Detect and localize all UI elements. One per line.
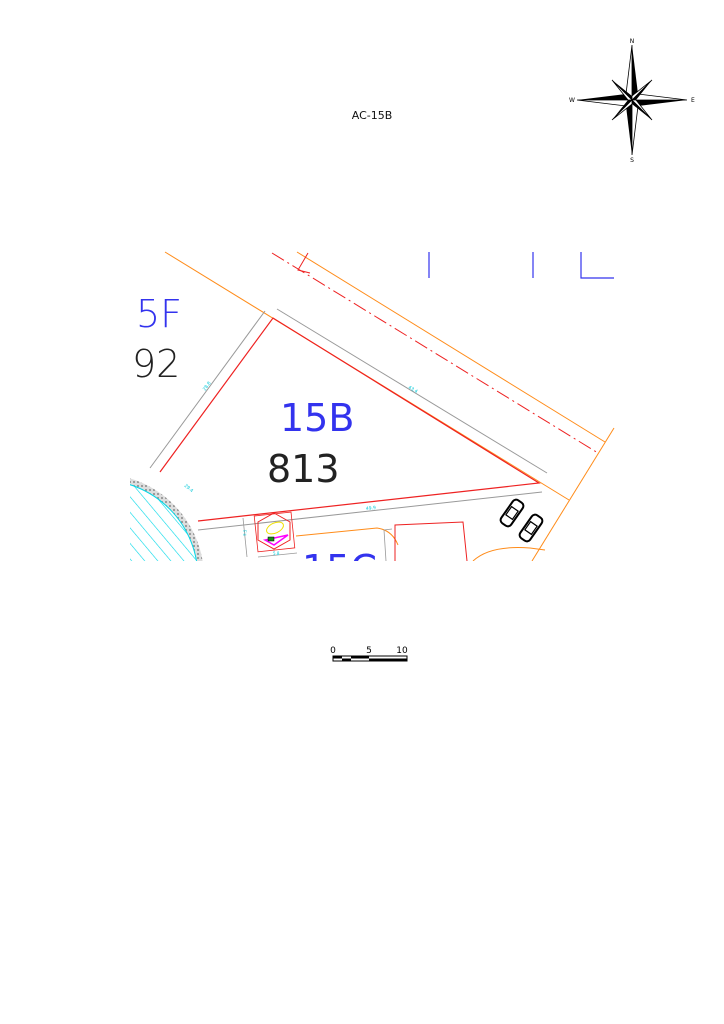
plot-15b-id: 15B	[280, 396, 354, 440]
drawing-title: AC-15B	[352, 109, 393, 122]
plot-15b-area: 813	[267, 447, 340, 491]
water-hatch	[130, 484, 197, 561]
compass-east: E	[691, 97, 695, 104]
scale-tick-10: 10	[396, 646, 408, 656]
road-edge	[531, 427, 615, 561]
dimension-top-label: 43.4	[407, 385, 419, 395]
scale-tick-0: 0	[330, 646, 336, 656]
scale-tick-5: 5	[366, 646, 372, 656]
scale-bar: 0 5 10	[330, 646, 408, 662]
car-icon	[499, 498, 525, 528]
dimension-line-top	[276, 308, 548, 474]
dimension-bottom-label: 49.9	[366, 505, 377, 512]
dimension-small-horizontal-label: 5.8	[273, 551, 280, 556]
building-outline	[394, 521, 468, 561]
plot-15c-id: 15C	[302, 547, 377, 591]
car-icon	[518, 513, 544, 543]
dimension-small-vertical-label: 5.5	[242, 529, 248, 536]
road-centerline	[271, 252, 599, 454]
compass-rose-icon: N S E W	[569, 38, 695, 164]
compass-west: W	[569, 97, 575, 104]
drawing-viewport: 28.8 43.4 49.9 29.4 5.5 5.8	[130, 251, 615, 591]
dimension-line-left	[149, 310, 266, 469]
compass-south: S	[630, 157, 634, 164]
roundabout-ring	[130, 478, 203, 561]
plot-15b-boundary	[159, 317, 541, 522]
dimension-arc-label: 29.4	[183, 483, 195, 494]
kiosk-hexagon-icon	[253, 511, 296, 553]
partial-label-strokes	[428, 252, 614, 279]
plot-5f-area: 92	[132, 342, 180, 386]
dimension-left-label: 28.8	[202, 380, 213, 392]
compass-north: N	[630, 38, 635, 45]
road-edge	[296, 251, 606, 443]
plot-5f-id: 5F	[136, 292, 182, 336]
